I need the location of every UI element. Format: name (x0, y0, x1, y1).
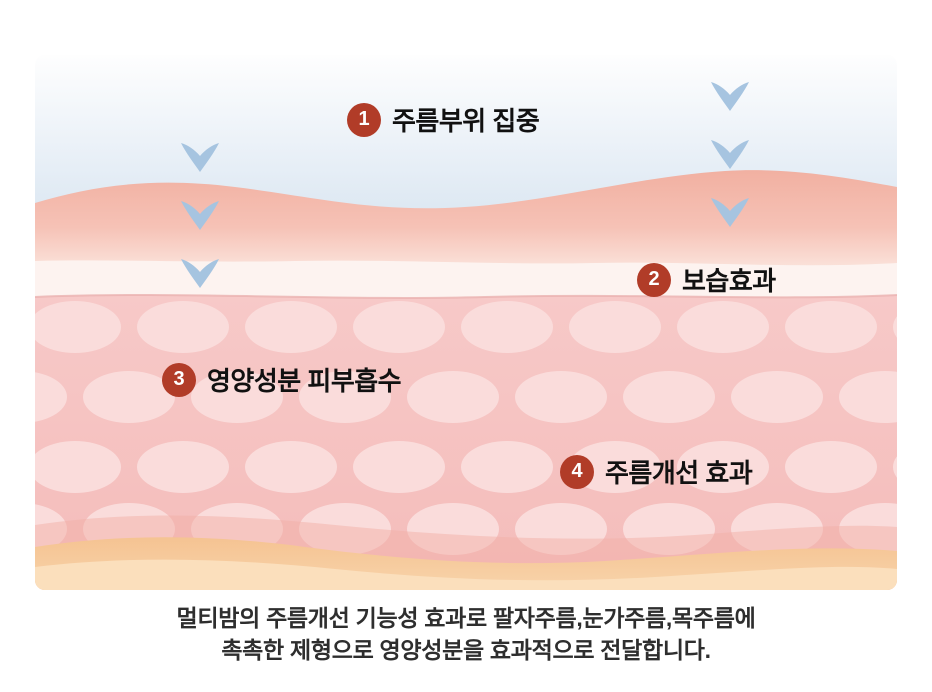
step-label-1: 주름부위 집중 (392, 106, 540, 136)
skin-diagram-art (35, 55, 897, 590)
step-label-2: 보습효과 (682, 266, 776, 296)
step-badge-4: 4 (560, 454, 594, 489)
caption-line-2: 촉촉한 제형으로 영양성분을 효과적으로 전달합니다. (221, 637, 711, 663)
caption: 멀티밤의 주름개선 기능성 효과로 팔자주름,눈가주름,목주름에 촉촉한 제형으… (0, 602, 932, 666)
dermis-top-line (35, 294, 897, 299)
step-badge-2: 2 (637, 262, 671, 297)
subcutaneous-light-wave (35, 559, 897, 590)
step-badge-3: 3 (162, 362, 196, 397)
callout-step-2: 2 보습효과 (637, 261, 776, 298)
skin-surface-wave (35, 170, 897, 266)
callout-step-1: 1 주름부위 집중 (347, 101, 540, 138)
caption-line-1: 멀티밤의 주름개선 기능성 효과로 팔자주름,눈가주름,목주름에 (176, 605, 756, 631)
step-badge-1: 1 (347, 102, 381, 137)
callout-step-3: 3 영양성분 피부흡수 (162, 361, 402, 398)
skin-layer-diagram: 1 주름부위 집중 2 보습효과 3 영양성분 피부흡수 4 주름개선 효과 (35, 55, 897, 590)
step-label-4: 주름개선 효과 (605, 458, 753, 488)
callout-step-4: 4 주름개선 효과 (560, 453, 753, 490)
step-label-3: 영양성분 피부흡수 (207, 366, 402, 396)
